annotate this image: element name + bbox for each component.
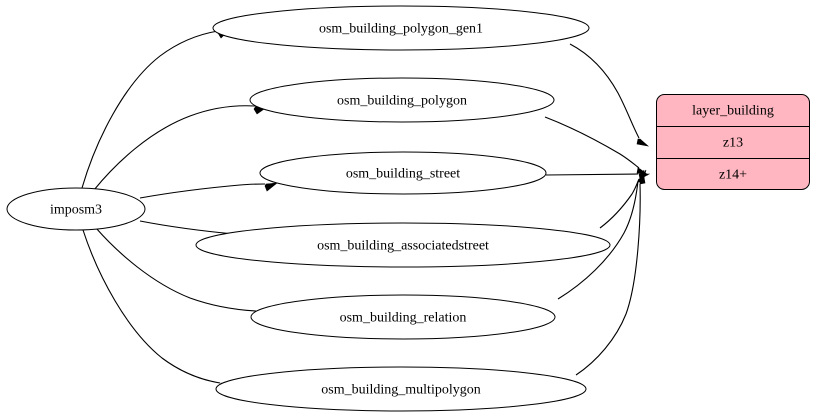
edge-imposm3-to-osm_building_polygon_gen1 (81, 28, 231, 189)
imposm3-ellipse[interactable] (6, 187, 146, 231)
node-layer_building[interactable]: layer_building z13 z14+ (656, 94, 810, 190)
osm_building_relation-label: osm_building_relation (340, 311, 467, 326)
osm_building_polygon_gen1-label: osm_building_polygon_gen1 (319, 22, 483, 37)
layer_building-title-label: layer_building (692, 104, 774, 119)
edge-osm_building_street-to-layer_building_z14 (545, 173, 651, 180)
layer_building-box[interactable] (656, 94, 810, 190)
node-osm_building_polygon[interactable]: osm_building_polygon (249, 77, 555, 123)
osm_building_relation-ellipse[interactable] (250, 294, 556, 340)
node-osm_building_associatedstreet[interactable]: osm_building_associatedstreet (195, 222, 611, 268)
osm_building_associatedstreet-ellipse[interactable] (195, 222, 611, 268)
osm_building_polygon_gen1-ellipse[interactable] (212, 5, 590, 51)
node-osm_building_multipolygon[interactable]: osm_building_multipolygon (215, 366, 587, 412)
imposm3-label: imposm3 (50, 203, 102, 218)
osm_building_associatedstreet-label: osm_building_associatedstreet (317, 239, 489, 254)
node-osm_building_street[interactable]: osm_building_street (259, 151, 547, 195)
node-imposm3[interactable]: imposm3 (6, 187, 146, 231)
osm_building_multipolygon-label: osm_building_multipolygon (321, 383, 480, 398)
edge-osm_building_associatedstreet-to-layer_building_z14 (599, 169, 647, 229)
edge-osm_building_polygon_gen1-to-layer_building_z13 (569, 43, 650, 147)
layer_building-z14-label: z14+ (719, 168, 747, 183)
node-osm_building_relation[interactable]: osm_building_relation (250, 294, 556, 340)
edge-imposm3-to-osm_building_street (139, 182, 278, 199)
osm_building_polygon-ellipse[interactable] (249, 77, 555, 123)
edge-osm_building_multipolygon-to-layer_building_z14 (575, 170, 646, 376)
edge-imposm3-to-osm_building_polygon (93, 105, 268, 191)
node-osm_building_polygon_gen1[interactable]: osm_building_polygon_gen1 (212, 5, 590, 51)
edge-imposm3-to-osm_building_multipolygon (82, 229, 233, 392)
layer_building-z13-label: z13 (723, 136, 743, 151)
osm_building_street-ellipse[interactable] (259, 151, 547, 195)
osm_building_multipolygon-ellipse[interactable] (215, 366, 587, 412)
edge-group-tables-to-layer (544, 43, 651, 376)
osm_building_street-label: osm_building_street (346, 167, 460, 182)
osm_building_polygon-label: osm_building_polygon (337, 94, 467, 109)
